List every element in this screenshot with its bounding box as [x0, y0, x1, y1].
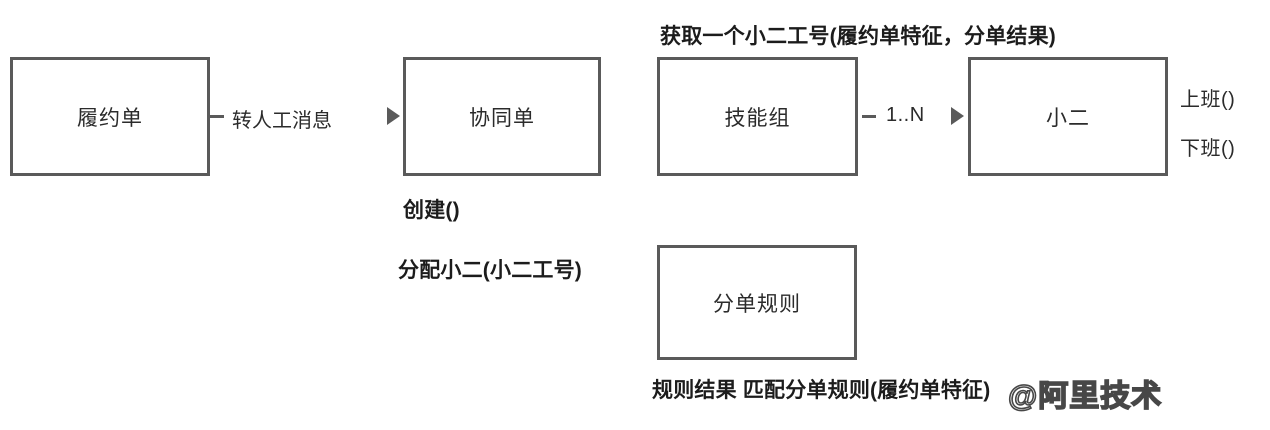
node-agent[interactable]: 小二 [968, 57, 1168, 176]
node-skill-group-label: 技能组 [724, 106, 791, 130]
connector-fulfillment-to-collaboration-stub [210, 115, 224, 118]
watermark: @阿里技术 [1007, 379, 1163, 414]
connector-skillgroup-to-agent-arrowhead [951, 107, 964, 125]
annotation-top-operation: 获取一个小二工号(履约单特征，分单结果) [660, 25, 1056, 48]
node-agent-label: 小二 [1046, 106, 1090, 130]
annotation-agent-clock-out: 下班() [1180, 138, 1236, 160]
annotation-agent-clock-in: 上班() [1180, 89, 1236, 111]
connector-fulfillment-to-collaboration-label: 转人工消息 [232, 110, 332, 132]
node-skill-group[interactable]: 技能组 [657, 57, 858, 176]
node-fulfillment-order-label: 履约单 [77, 106, 143, 130]
node-collaboration-order[interactable]: 协同单 [403, 57, 601, 176]
connector-fulfillment-to-collaboration-arrowhead [387, 107, 400, 125]
connector-skillgroup-to-agent-stub [862, 115, 876, 118]
node-collaboration-order-label: 协同单 [469, 106, 535, 130]
connector-skillgroup-to-agent-label: 1..N [886, 104, 925, 126]
annotation-collaboration-assign: 分配小二(小二工号) [398, 259, 582, 282]
node-dispatch-rule[interactable]: 分单规则 [657, 245, 857, 360]
annotation-collaboration-create: 创建() [403, 199, 460, 222]
annotation-rule-result: 规则结果 匹配分单规则(履约单特征) [652, 379, 991, 402]
node-fulfillment-order[interactable]: 履约单 [10, 57, 210, 176]
node-dispatch-rule-label: 分单规则 [713, 292, 801, 316]
